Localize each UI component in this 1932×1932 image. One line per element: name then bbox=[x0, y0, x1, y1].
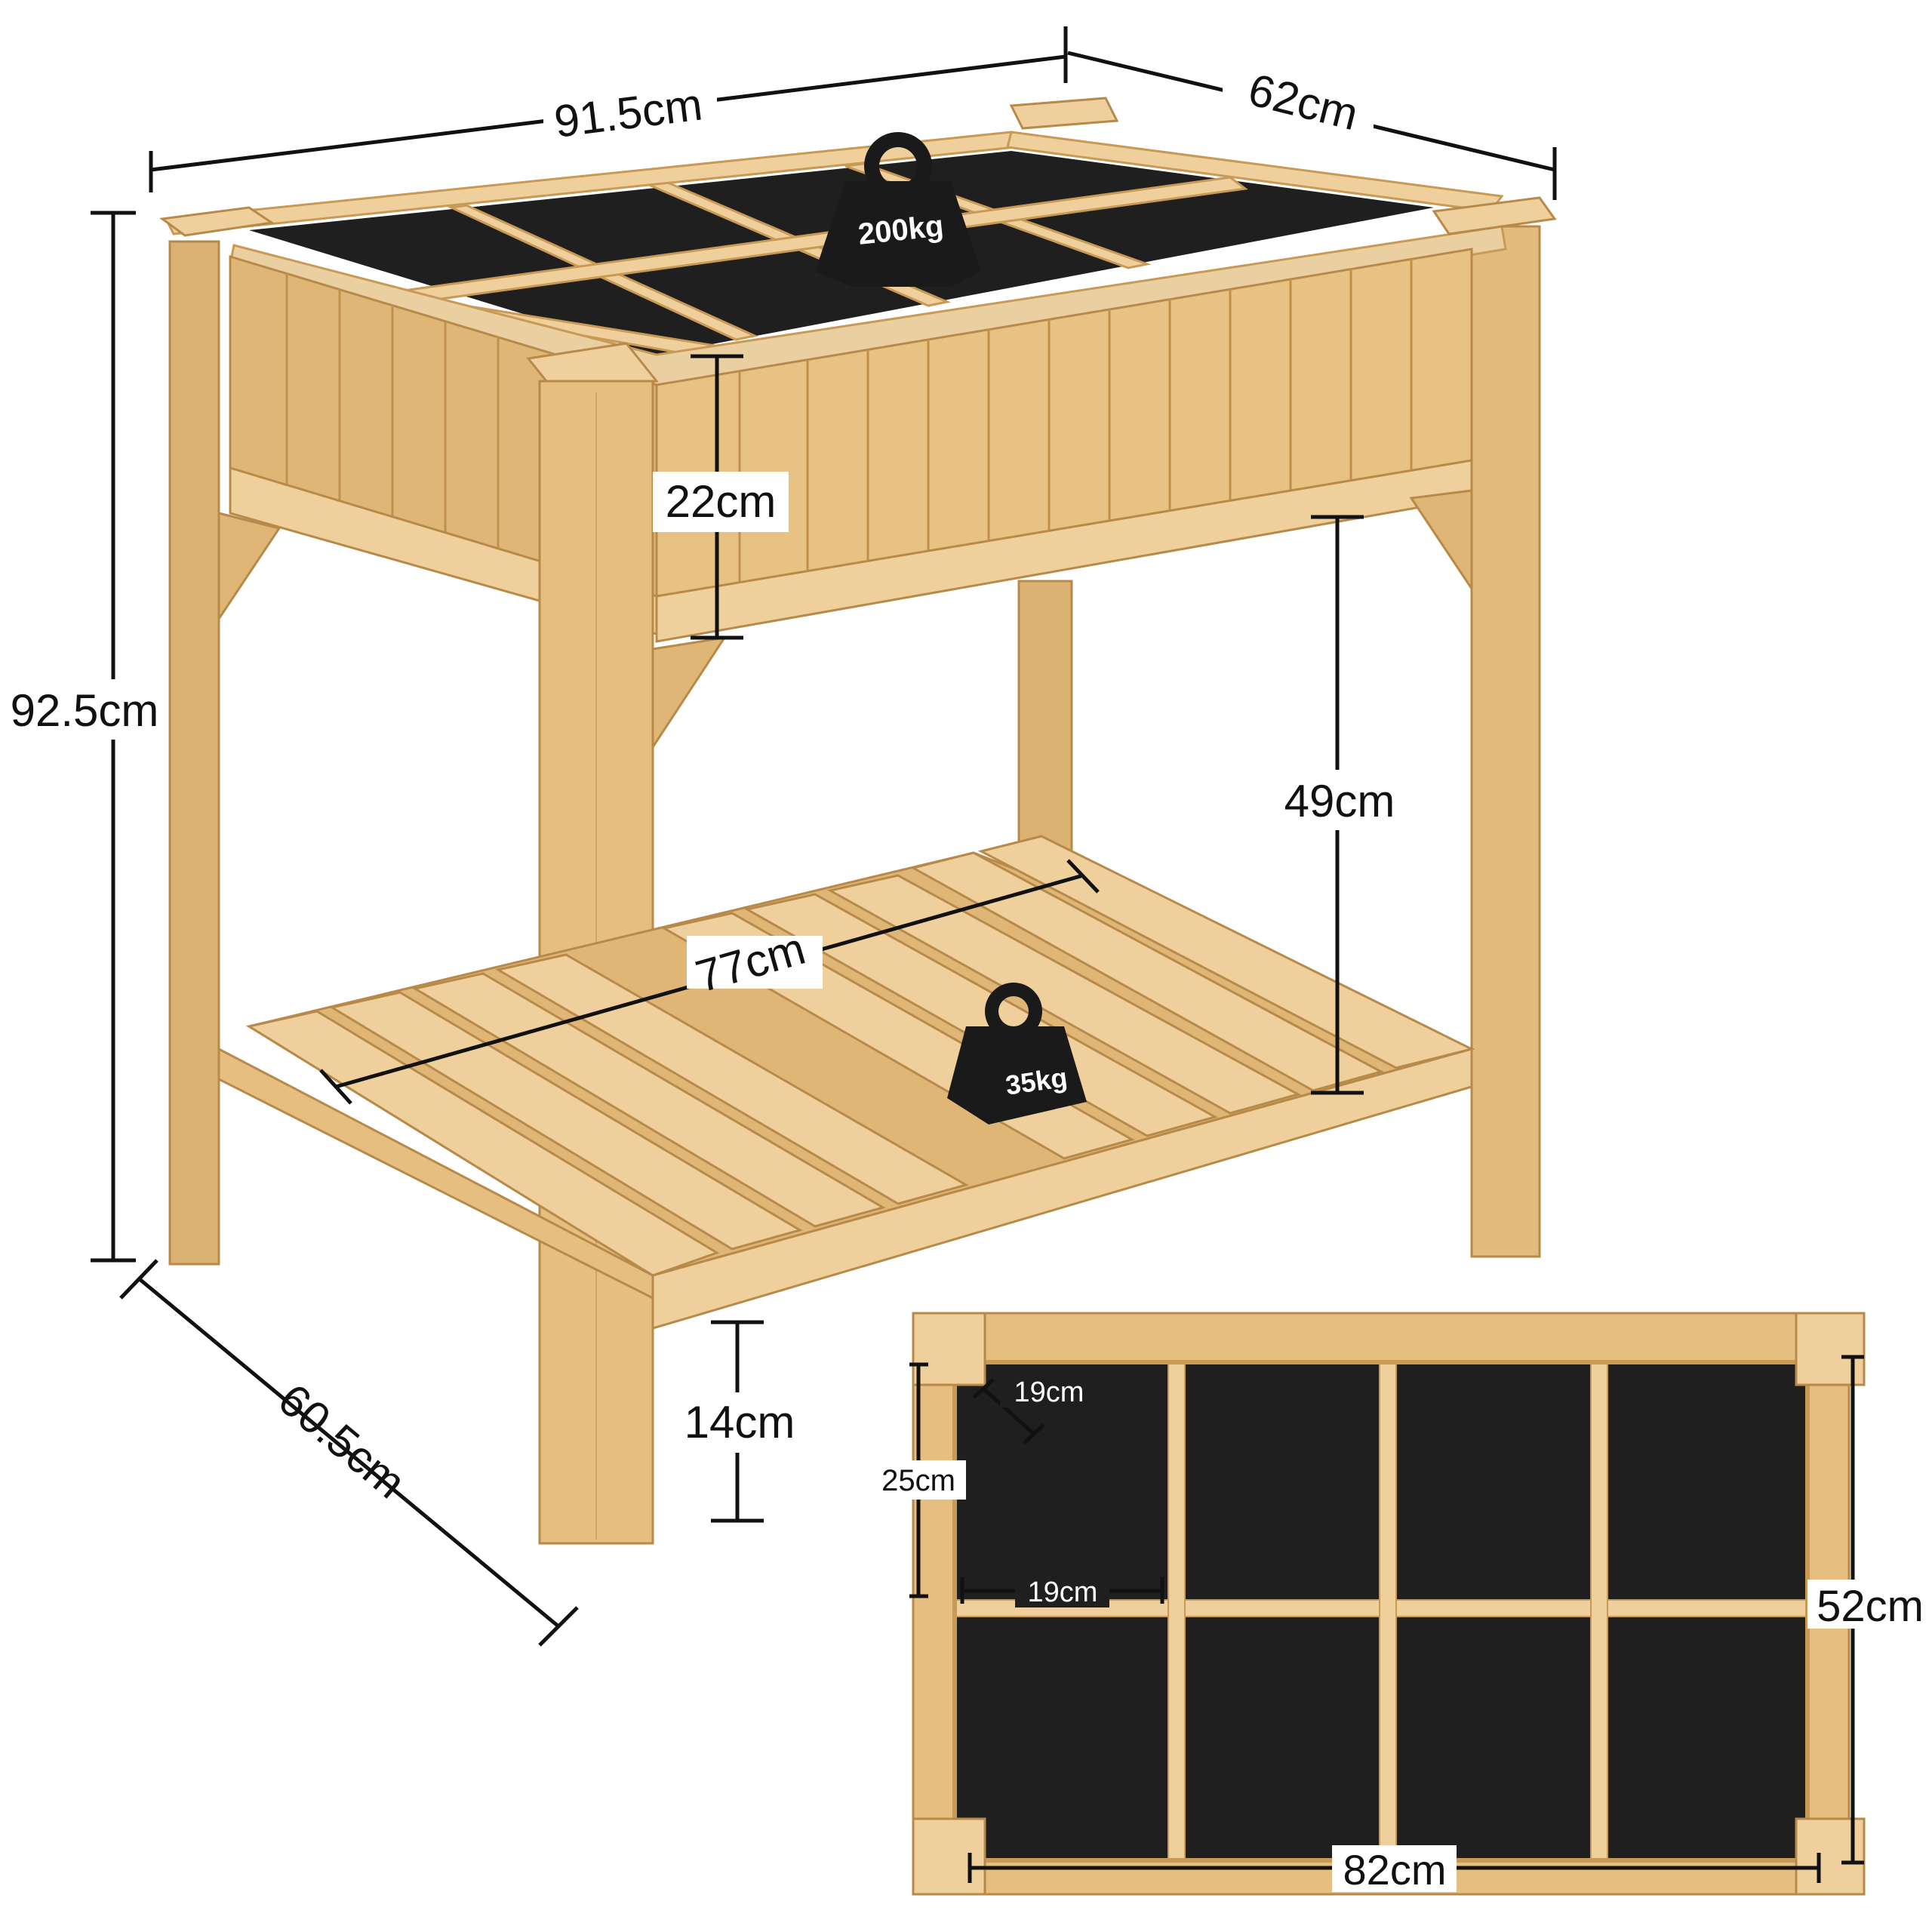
shelf-front-rail bbox=[651, 1048, 1473, 1331]
top-view-corner-posts bbox=[912, 1312, 1866, 1896]
inner-depth-label: 52cm bbox=[1817, 1582, 1924, 1631]
shelf-clearance-label: 49cm bbox=[1284, 776, 1395, 826]
bed-depth-label: 22cm bbox=[666, 476, 777, 527]
bed-load-indicator: 200kg bbox=[815, 132, 981, 287]
brace-right bbox=[1409, 489, 1473, 592]
corner-cap-back-left bbox=[159, 206, 275, 237]
brace-front bbox=[651, 635, 728, 752]
height-label: 92.5cm bbox=[11, 685, 159, 736]
shelf-left-rail bbox=[217, 1047, 654, 1300]
shelf-load-indicator: 35kg bbox=[947, 983, 1087, 1124]
dimension-label-backgrounds bbox=[4, 72, 1407, 1453]
corner-cap-right bbox=[1432, 196, 1557, 235]
top-view-dividers bbox=[954, 1361, 1808, 1861]
inner-width-label: 82cm bbox=[1343, 1846, 1447, 1894]
brace-left bbox=[217, 512, 281, 623]
base-depth-label: 60.5cm bbox=[269, 1374, 415, 1508]
floor-clearance-label: 14cm bbox=[685, 1397, 795, 1447]
top-view-label-backgrounds bbox=[872, 1460, 1932, 1892]
back-left-leg bbox=[168, 240, 220, 1266]
cell-depth-label: 25cm bbox=[881, 1464, 955, 1497]
corner-cap-back bbox=[1009, 97, 1119, 130]
weight-icon bbox=[947, 983, 1087, 1124]
cell-width-label: 19cm bbox=[1028, 1577, 1098, 1608]
cell-diagonal-label: 19cm bbox=[1014, 1377, 1084, 1408]
top-view-dimension-labels: 19cm 25cm 19cm 52cm 82cm bbox=[881, 1377, 1924, 1894]
right-front-leg bbox=[1470, 225, 1541, 1258]
top-view-label-backgrounds-dark bbox=[1000, 1374, 1109, 1607]
front-panel-boards bbox=[738, 259, 1413, 598]
weight-icon bbox=[815, 132, 981, 287]
